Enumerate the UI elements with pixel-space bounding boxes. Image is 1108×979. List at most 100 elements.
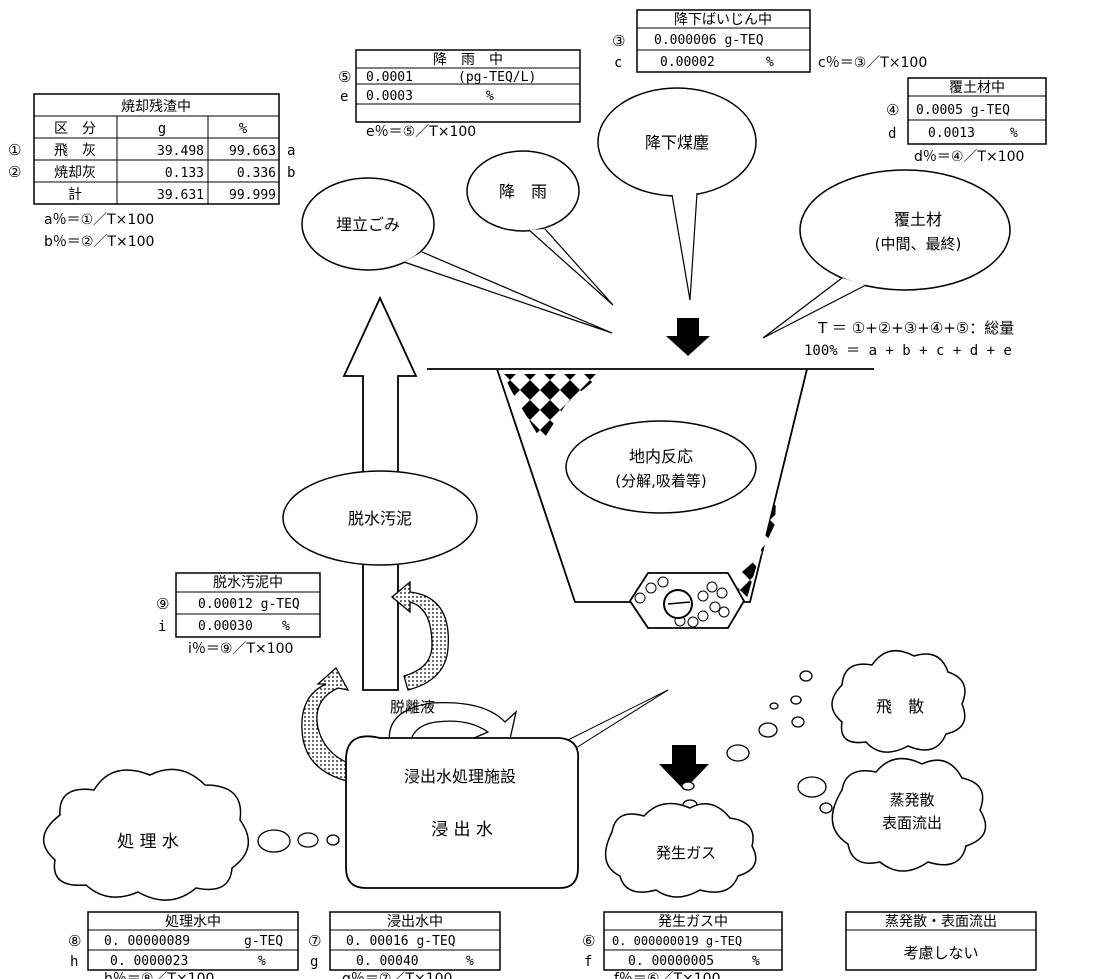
reaction-label-2: (分解,吸着等) bbox=[615, 472, 706, 490]
facility-body: 浸 出 水 bbox=[431, 820, 493, 840]
cover-box-value: 0.0005 g-TEQ bbox=[916, 103, 1010, 118]
sludge-bubble-label: 脱水汚泥 bbox=[348, 509, 412, 528]
cloud-scatter: 飛 散 bbox=[832, 651, 965, 752]
rain-box-unit: (pg-TEQ/L) bbox=[458, 70, 536, 85]
inflow-down-arrow bbox=[666, 318, 710, 356]
sludge-box-letter: i bbox=[158, 619, 166, 635]
dust-box-formula: c％＝③／T×100 bbox=[818, 55, 927, 71]
total-formula-line2: 100% ＝ a + b + c + d + e bbox=[804, 343, 1012, 359]
dust-box-title: 降下ばいじん中 bbox=[674, 12, 772, 28]
leachate-box-value: 0. 00016 g-TEQ bbox=[346, 934, 456, 949]
treated-box-letter: h bbox=[70, 954, 78, 970]
gas-box-pct-value: 0. 00000005 bbox=[628, 954, 714, 969]
dust-box-letter: c bbox=[614, 55, 622, 71]
residue-header-g: g bbox=[158, 121, 166, 137]
cloud-treated-water: 処 理 水 bbox=[44, 769, 249, 900]
treated-box-pct-value: 0. 0000023 bbox=[110, 954, 188, 969]
rain-box-letter: e bbox=[340, 89, 348, 105]
residue-title: 焼却残渣中 bbox=[121, 99, 191, 115]
evap-box-title: 蒸発散・表面流出 bbox=[885, 914, 997, 930]
rain-box: 降 雨 中 ⑤ 0.0001 (pg-TEQ/L) e 0.0003 % e％＝… bbox=[338, 50, 580, 140]
total-formula-line1: T ＝ ①+②+③+④+⑤：総量 bbox=[817, 319, 1014, 337]
bubble-cover-label-2: (中間、最終) bbox=[875, 235, 962, 253]
dust-box-value: 0.000006 g-TEQ bbox=[654, 33, 764, 48]
dust-box-pct-value: 0.00002 bbox=[660, 55, 715, 70]
gas-box-num: ⑥ bbox=[582, 932, 595, 950]
treated-box-formula: h％＝⑧／T×100 bbox=[104, 971, 214, 979]
cover-soil-box: 覆土材中 ④ 0.0005 g-TEQ d 0.0013 % d％＝④／T×10… bbox=[886, 78, 1046, 165]
treated-water-label: 処 理 水 bbox=[117, 832, 179, 852]
residue-row1-pct: 99.663 bbox=[229, 144, 276, 159]
evap-label-2: 表面流出 bbox=[882, 814, 942, 832]
gas-box-pct-unit: % bbox=[752, 954, 760, 969]
residue-total-label: 計 bbox=[68, 187, 82, 203]
evaporation-box: 蒸発散・表面流出 考慮しない bbox=[846, 912, 1036, 970]
treated-box-title: 処理水中 bbox=[165, 914, 221, 930]
cover-box-num: ④ bbox=[886, 101, 899, 119]
residue-row2-num: ② bbox=[8, 163, 21, 181]
incineration-residue-table: 焼却残渣中 区 分 g % ① 飛 灰 39.498 99.663 a ② 焼却… bbox=[8, 94, 295, 250]
gas-label: 発生ガス bbox=[656, 844, 716, 862]
residue-total-pct: 99.999 bbox=[229, 188, 276, 203]
residue-row1-g: 39.498 bbox=[157, 144, 204, 159]
evap-label-1: 蒸発散 bbox=[889, 791, 934, 809]
bubble-dust-label: 降下煤塵 bbox=[645, 133, 709, 152]
treated-box-unit: g-TEQ bbox=[244, 934, 283, 949]
residue-total-g: 39.631 bbox=[157, 188, 204, 203]
reaction-ellipse bbox=[566, 421, 756, 513]
leachate-box-formula: g％＝⑦／T×100 bbox=[342, 971, 452, 979]
sludge-box-num: ⑨ bbox=[156, 595, 169, 613]
residue-header-category: 区 分 bbox=[54, 121, 96, 137]
sludge-box-value: 0.00012 g-TEQ bbox=[198, 597, 300, 612]
bubble-landfill-waste-label: 埋立ごみ bbox=[336, 215, 400, 234]
gas-box-formula: f％＝⑥／T×100 bbox=[614, 971, 720, 979]
dust-box: 降下ばいじん中 ③ 0.000006 g-TEQ c 0.00002 % c％＝… bbox=[612, 10, 927, 72]
gas-box-value: 0. 000000019 g-TEQ bbox=[612, 934, 742, 948]
sludge-box-pct-value: 0.00030 bbox=[198, 619, 253, 634]
sludge-box-formula: i％＝⑨／T×100 bbox=[188, 641, 293, 657]
sludge-box-pct-unit: % bbox=[282, 619, 290, 634]
recirculation-arrow-right bbox=[392, 582, 448, 690]
gas-box-title: 発生ガス中 bbox=[658, 914, 728, 930]
bubble-dust: 降下煤塵 bbox=[598, 88, 756, 300]
separated-liquid-label: 脱離液 bbox=[390, 698, 435, 716]
cover-box-letter: d bbox=[888, 126, 896, 142]
treated-box-value: 0. 00000089 bbox=[104, 934, 190, 949]
sludge-box: 脱水汚泥中 ⑨ 0.00012 g-TEQ i 0.00030 % i％＝⑨／T… bbox=[156, 573, 320, 657]
residue-row2-letter: b bbox=[287, 165, 295, 181]
treated-water-box: 処理水中 ⑧ 0. 00000089 g-TEQ h 0. 0000023 % … bbox=[68, 912, 298, 979]
leachate-box-title: 浸出水中 bbox=[387, 914, 443, 930]
residue-formula-a: a％＝①／T×100 bbox=[44, 212, 154, 228]
rain-box-pct-value: 0.0003 bbox=[366, 89, 413, 104]
landfill-pit: 地内反応 (分解,吸着等) bbox=[427, 369, 874, 628]
reaction-label-1: 地内反応 bbox=[629, 447, 693, 466]
rain-box-value: 0.0001 bbox=[366, 70, 413, 85]
residue-row1-letter: a bbox=[287, 143, 295, 159]
residue-row1-label: 飛 灰 bbox=[54, 143, 96, 159]
sludge-box-title: 脱水汚泥中 bbox=[213, 575, 283, 591]
cover-box-pct-unit: % bbox=[1010, 126, 1018, 141]
cover-box-title: 覆土材中 bbox=[949, 80, 1005, 96]
bubble-cover-soil: 覆土材 (中間、最終) bbox=[763, 170, 1010, 338]
leachate-box-pct-value: 0. 00040 bbox=[356, 954, 419, 969]
generated-gas-box: 発生ガス中 ⑥ 0. 000000019 g-TEQ f 0. 00000005… bbox=[582, 912, 782, 979]
rain-box-pct-unit: % bbox=[486, 89, 494, 104]
residue-row2-g: 0.133 bbox=[165, 166, 204, 181]
residue-row2-label: 焼却灰 bbox=[54, 165, 96, 181]
leachate-box: 浸出水中 ⑦ 0. 00016 g-TEQ g 0. 00040 % g％＝⑦／… bbox=[308, 912, 500, 979]
cloud-evaporation: 蒸発散 表面流出 bbox=[832, 759, 985, 871]
evap-box-body: 考慮しない bbox=[903, 944, 978, 962]
scatter-label: 飛 散 bbox=[876, 697, 924, 716]
bubble-cover-label-1: 覆土材 bbox=[894, 210, 942, 229]
facility-title: 浸出水処理施設 bbox=[404, 767, 516, 786]
residue-row2-pct: 0.336 bbox=[237, 166, 276, 181]
dust-box-pct-unit: % bbox=[766, 55, 774, 70]
treated-box-pct-unit: % bbox=[258, 954, 266, 969]
leachate-box-pct-unit: % bbox=[466, 954, 474, 969]
leachate-box-num: ⑦ bbox=[308, 932, 321, 950]
treated-box-num: ⑧ bbox=[68, 932, 81, 950]
residue-header-pct: % bbox=[239, 121, 248, 137]
cover-box-formula: d％＝④／T×100 bbox=[914, 149, 1024, 165]
gas-box-letter: f bbox=[584, 954, 592, 970]
